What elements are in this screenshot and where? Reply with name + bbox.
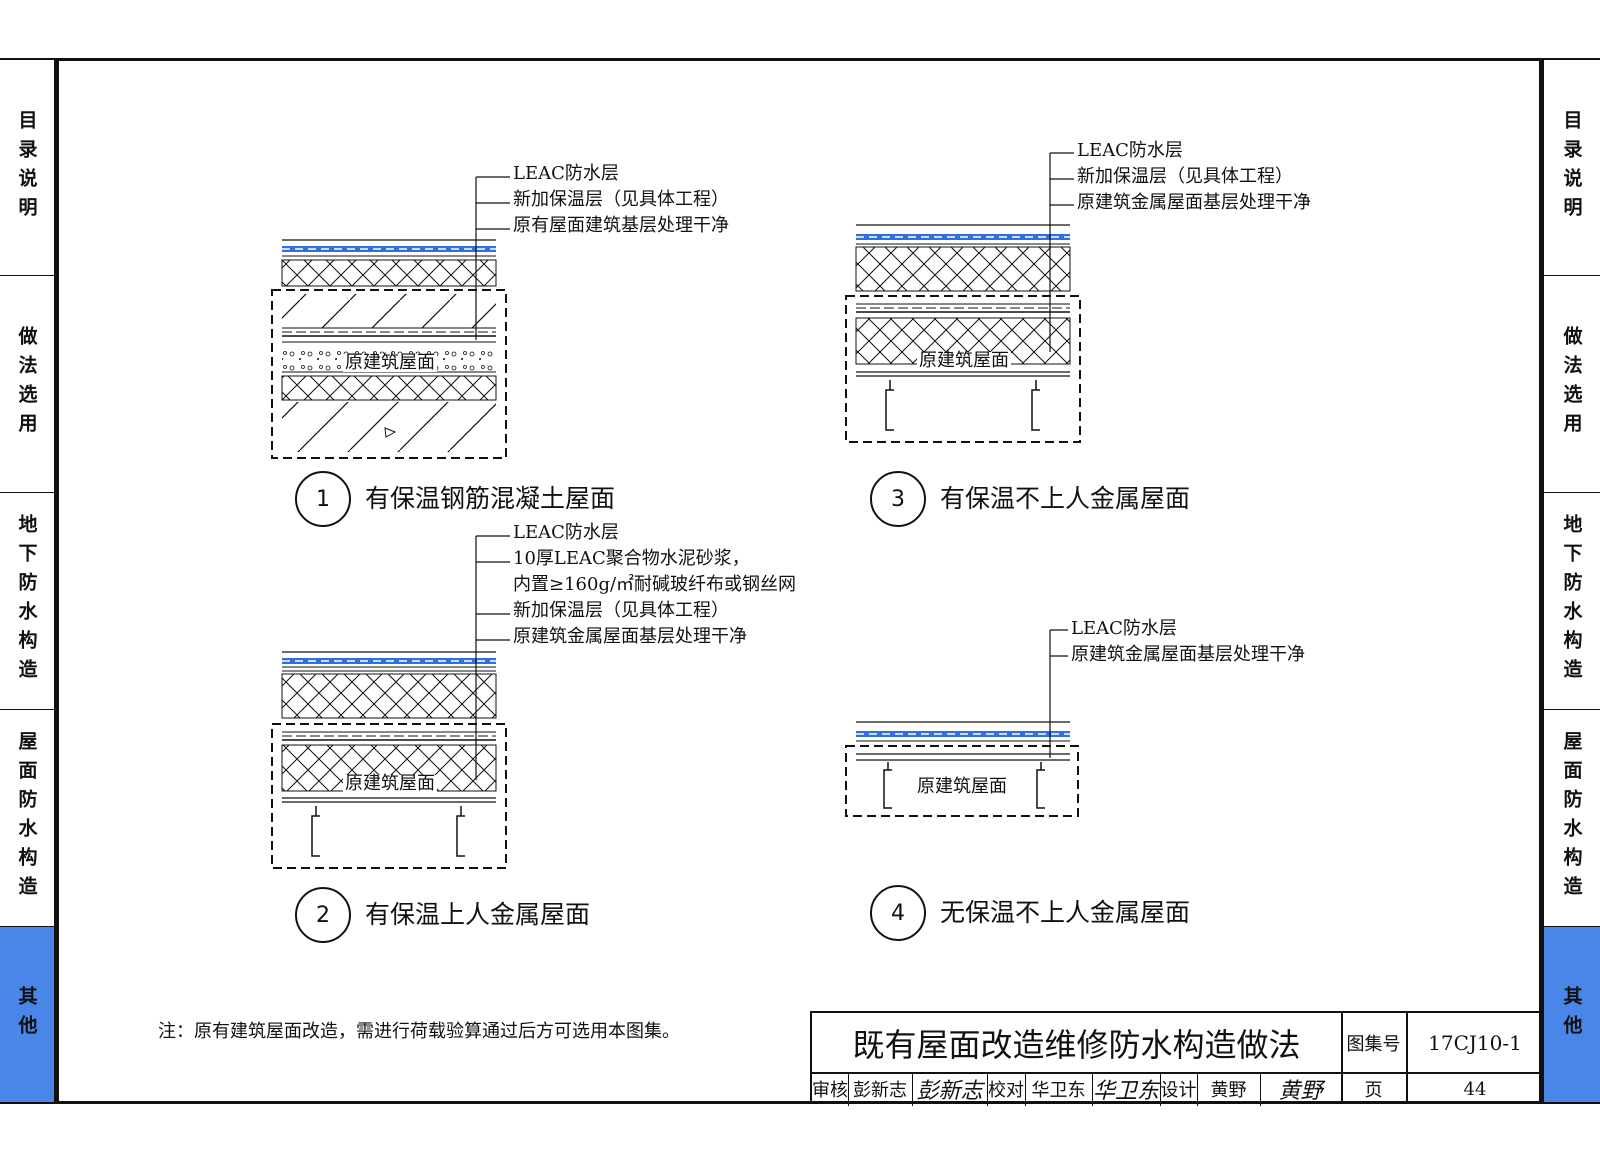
detail-1-drawing [271,176,510,459]
tab-roof-waterproofing-right[interactable]: 屋面防水构造 [1544,710,1600,927]
detail-1-callout-2: 新加保温层（见具体工程） [513,189,729,210]
tab-other[interactable]: 其他 [0,927,54,1102]
detail-2-callout-1: LEAC防水层 [513,522,619,543]
detail-2-drawing [271,535,510,869]
detail-2-number-circle: 2 [295,887,351,943]
detail-4-drawing [845,629,1079,817]
note-text: 注：原有建筑屋面改造，需进行荷载验算通过后方可选用本图集。 [158,1021,680,1042]
title-block: 既有屋面改造维修防水构造做法 图集号 17CJ10-1 审核 彭新志 彭新志 校… [810,1011,1542,1106]
tab-contents-right[interactable]: 目录说明 [1544,60,1600,276]
detail-3-callout-2: 新加保温层（见具体工程） [1077,166,1293,187]
drawing-frame [56,58,1542,1104]
detail-2-callout-5: 原建筑金属屋面基层处理干净 [513,626,747,647]
detail-4-number-circle: 4 [870,885,926,941]
checker-signature: 华卫东 [1092,1079,1159,1104]
tab-other-right[interactable]: 其他 [1544,927,1600,1102]
design-label: 设计 [1160,1080,1197,1101]
reviewer-name: 彭新志 [853,1080,907,1101]
detail-2-callout-3: 内置≥160g/㎡耐碱玻纤布或钢丝网 [513,574,797,595]
detail-3-number-circle: 3 [870,471,926,527]
page-number: 44 [1463,1078,1487,1100]
atlas-number: 17CJ10-1 [1428,1030,1522,1055]
detail-4-callout-1: LEAC防水层 [1071,618,1177,639]
page-label: 页 [1364,1080,1383,1101]
detail-1-inner-label: 原建筑屋面 [343,352,437,373]
designer-signature: 黄野 [1278,1079,1323,1104]
detail-2-inner-label: 原建筑屋面 [343,773,437,794]
detail-1-callout-3: 原有屋面建筑基层处理干净 [513,215,729,236]
detail-3-title: 有保温不上人金属屋面 [940,484,1191,513]
detail-3-callout-3: 原建筑金属屋面基层处理干净 [1077,192,1311,213]
check-label: 校对 [988,1080,1024,1101]
drawing-title: 既有屋面改造维修防水构造做法 [852,1025,1301,1064]
detail-1-title: 有保温钢筋混凝土屋面 [365,484,616,513]
right-sidebar: 目录说明 做法选用 地下防水构造 屋面防水构造 其他 [1542,60,1600,1102]
tab-roof-waterproofing[interactable]: 屋面防水构造 [0,710,54,927]
tab-method-selection-right[interactable]: 做法选用 [1544,276,1600,493]
tab-method-selection[interactable]: 做法选用 [0,276,54,493]
detail-2-callout-2: 10厚LEAC聚合物水泥砂浆， [513,548,750,569]
tab-underground-waterproofing-right[interactable]: 地下防水构造 [1544,493,1600,710]
detail-3-drawing [845,152,1081,443]
detail-4-title: 无保温不上人金属屋面 [940,898,1191,927]
checker-name: 华卫东 [1031,1080,1086,1101]
detail-3-inner-label: 原建筑屋面 [917,350,1011,371]
designer-name: 黄野 [1210,1080,1247,1101]
atlas-no-label: 图集号 [1346,1033,1401,1055]
detail-2-callout-4: 新加保温层（见具体工程） [513,600,729,621]
tab-underground-waterproofing[interactable]: 地下防水构造 [0,493,54,710]
tab-contents[interactable]: 目录说明 [0,60,54,276]
detail-4-callout-2: 原建筑金属屋面基层处理干净 [1071,644,1305,665]
review-label: 审核 [812,1080,848,1101]
detail-3-callout-1: LEAC防水层 [1077,140,1183,161]
detail-2-title: 有保温上人金属屋面 [365,900,591,929]
detail-1-callout-1: LEAC防水层 [513,163,619,184]
detail-1-number-circle: 1 [295,471,351,527]
reviewer-signature: 彭新志 [916,1079,983,1104]
left-sidebar: 目录说明 做法选用 地下防水构造 屋面防水构造 其他 [0,60,56,1102]
detail-4-inner-label: 原建筑屋面 [917,776,1007,797]
